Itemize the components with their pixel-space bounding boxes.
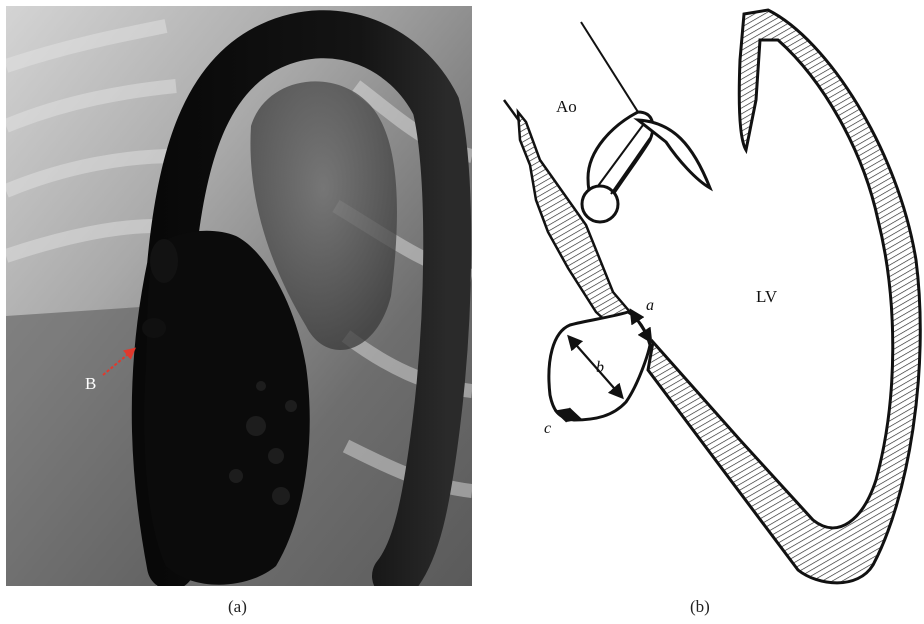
label-c: c [544, 420, 551, 437]
aortic-valve [582, 112, 710, 222]
annotation-label-b: B [85, 374, 96, 393]
label-ao: Ao [556, 97, 577, 116]
label-b: b [596, 359, 604, 376]
label-a: a [646, 297, 654, 314]
angiogram-image: B [6, 6, 472, 586]
catheter-line [581, 22, 638, 112]
caption-b: (b) [690, 597, 710, 617]
label-lv: LV [756, 287, 778, 306]
schematic-panel: Ao LV a b c [478, 0, 924, 592]
angiogram-panel: B [6, 6, 472, 586]
lv-wall [648, 10, 920, 583]
caption-a: (a) [228, 597, 247, 617]
schematic-diagram: Ao LV a b c [478, 0, 924, 592]
